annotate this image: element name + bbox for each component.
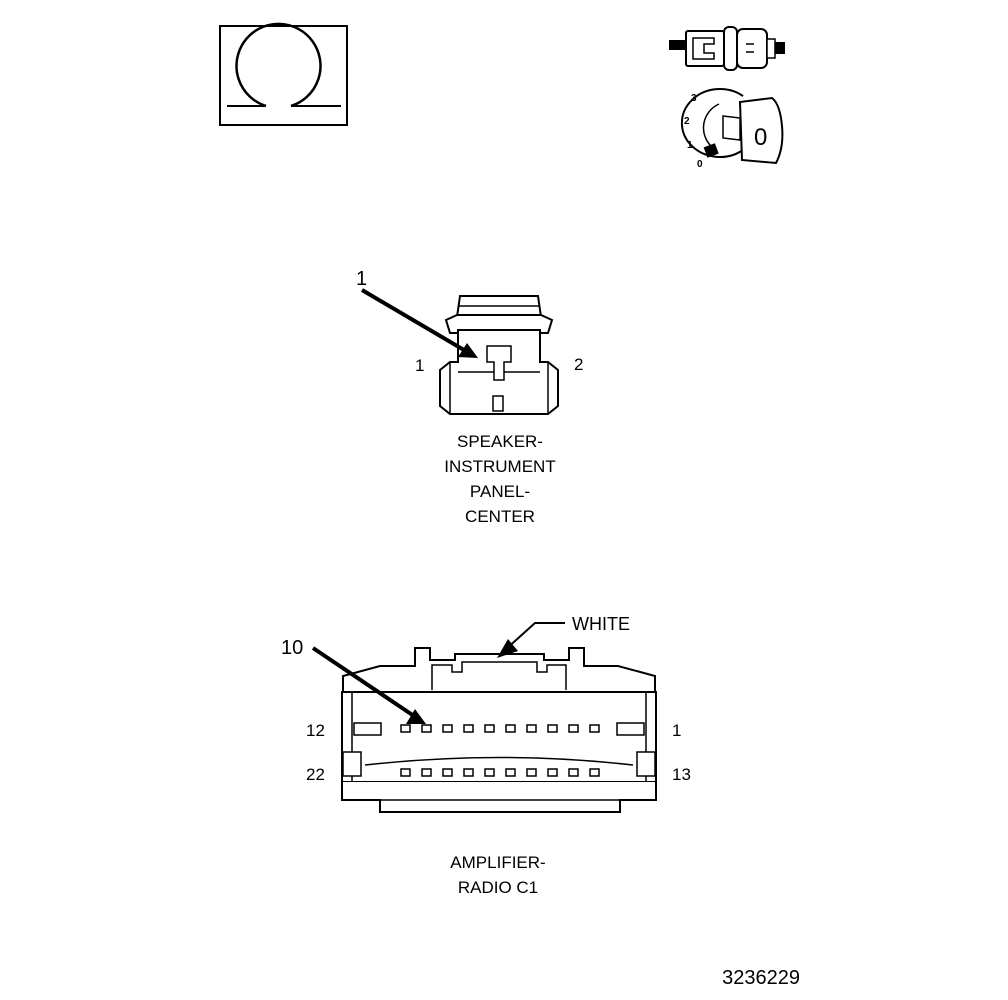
amplifier-caption-line: AMPLIFIER- xyxy=(450,853,545,872)
ignition-position-3: 3 xyxy=(691,93,697,104)
pin-cavity xyxy=(484,724,495,733)
pin-cavity xyxy=(505,768,516,777)
amplifier-callout-arrow xyxy=(311,646,426,724)
pin-cavity xyxy=(463,768,474,777)
amplifier-caption: AMPLIFIER- RADIO C1 xyxy=(450,853,545,897)
pin-cavity xyxy=(505,724,516,733)
amplifier-callout-number: 10 xyxy=(281,637,303,659)
pin-cavity xyxy=(568,768,579,777)
ignition-position-0: 0 xyxy=(697,159,703,170)
connector-pair-icon xyxy=(669,26,785,71)
pin-cavity xyxy=(589,724,600,733)
amplifier-caption-line: RADIO C1 xyxy=(458,878,538,897)
pin-cavity xyxy=(442,724,453,733)
speaker-connector xyxy=(439,295,559,415)
ignition-position-1: 1 xyxy=(687,140,693,151)
figure-number: 3236229 xyxy=(722,967,800,989)
pin-cavity xyxy=(526,768,537,777)
amplifier-top-pin-row xyxy=(400,724,600,733)
amplifier-color-label: WHITE xyxy=(572,614,630,634)
amplifier-pin-label-22: 22 xyxy=(306,765,325,784)
ignition-key-label: 0 xyxy=(754,124,767,151)
pin-cavity xyxy=(463,724,474,733)
ignition-position-2: 2 xyxy=(684,116,690,127)
pin-cavity xyxy=(568,724,579,733)
pin-cavity xyxy=(484,768,495,777)
pin-cavity xyxy=(442,768,453,777)
amplifier-bottom-pin-row xyxy=(400,768,600,777)
pin-cavity xyxy=(421,724,432,733)
speaker-caption-line: CENTER xyxy=(465,507,535,526)
amplifier-connector xyxy=(341,647,657,813)
pin-cavity xyxy=(547,768,558,777)
speaker-caption-line: INSTRUMENT xyxy=(444,457,555,476)
speaker-pin-right-label: 2 xyxy=(574,355,583,374)
speaker-caption: SPEAKER- INSTRUMENT PANEL- CENTER xyxy=(444,432,555,526)
amplifier-pin-label-13: 13 xyxy=(672,765,691,784)
pin-cavity xyxy=(589,768,600,777)
ignition-key-icon: 0 3 2 1 0 xyxy=(680,88,784,170)
amplifier-color-leader xyxy=(497,622,565,658)
speaker-callout-number: 1 xyxy=(356,268,367,290)
speaker-pin-left-label: 1 xyxy=(415,356,424,375)
amplifier-pin-label-12: 12 xyxy=(306,721,325,740)
speaker-caption-line: PANEL- xyxy=(470,482,530,501)
pin-cavity xyxy=(400,724,411,733)
pin-cavity xyxy=(400,768,411,777)
speaker-caption-line: SPEAKER- xyxy=(457,432,543,451)
speaker-callout-arrow xyxy=(360,288,478,358)
pin-cavity xyxy=(421,768,432,777)
pin-cavity xyxy=(526,724,537,733)
amplifier-pin-label-1: 1 xyxy=(672,721,681,740)
ohmmeter-icon xyxy=(219,22,348,126)
pin-cavity xyxy=(547,724,558,733)
